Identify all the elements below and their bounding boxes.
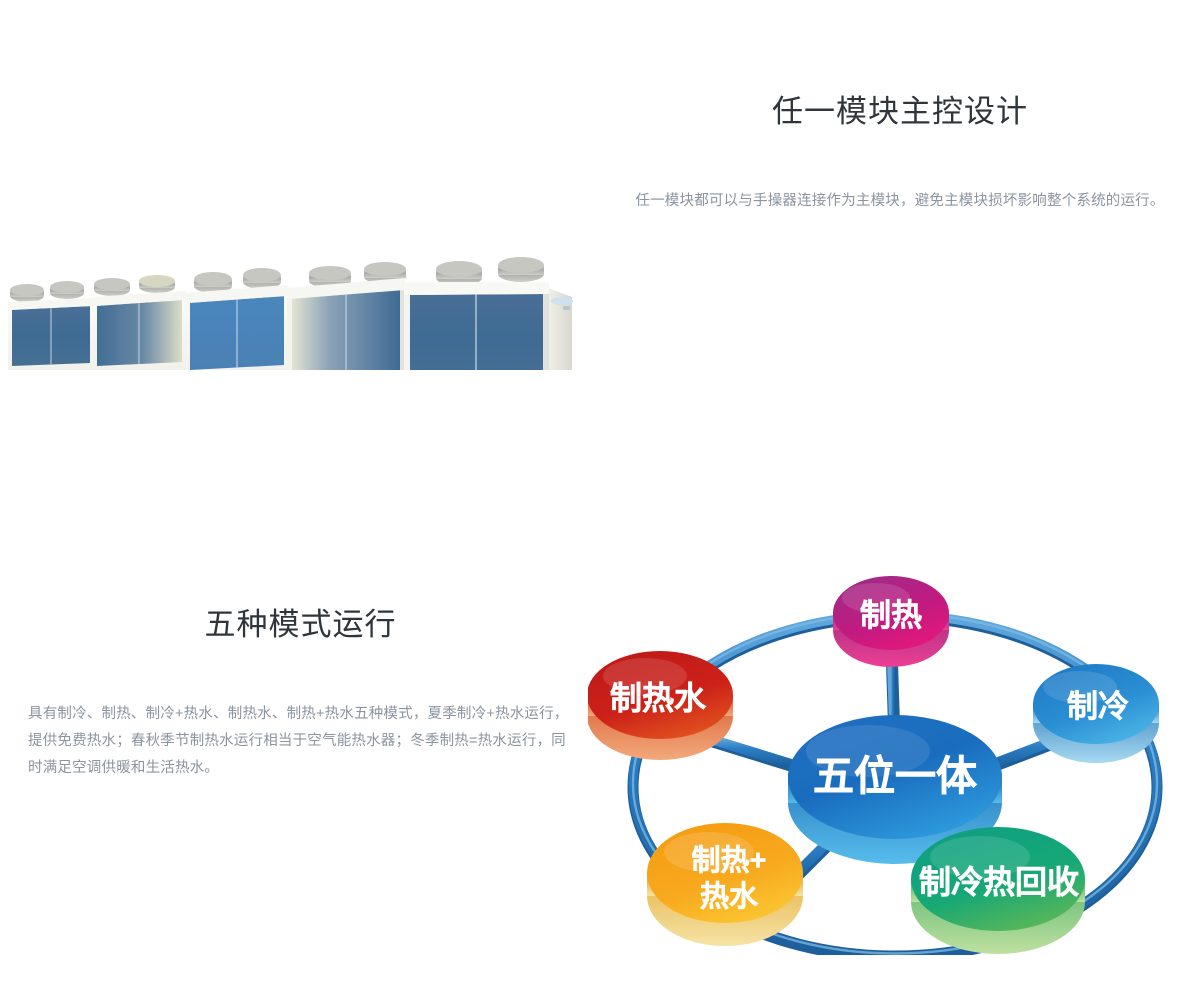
section-five-modes-title: 五种模式运行 bbox=[204, 607, 397, 642]
hub-and-spoke-diagram: 五位一体 制热 制冷 bbox=[588, 576, 1163, 955]
chiller-module-group bbox=[8, 257, 573, 370]
diagram-node-center[interactable]: 五位一体 bbox=[788, 715, 1002, 864]
section-master-control-description: 任一模块都可以与手操器连接作为主模块，避免主模块损坏影响整个系统的运行。 bbox=[635, 193, 1165, 209]
diagram-node-heating-hot-water[interactable]: 制热+ 热水 bbox=[647, 823, 803, 946]
diagram-node-cooling-label: 制冷 bbox=[1067, 689, 1129, 724]
diagram-node-hot-water-label: 制热水 bbox=[610, 680, 707, 716]
chiller-module-3 bbox=[185, 268, 288, 370]
page-title: 任一模块主控设计 bbox=[772, 94, 1028, 129]
section-master-control: 任一模块主控设计 任一模块都可以与手操器连接作为主模块，避免主模块损坏影响整个系… bbox=[0, 0, 1200, 470]
diagram-node-heating-hot-water-label-line1: 制热+ bbox=[692, 844, 767, 877]
diagram-node-center-label: 五位一体 bbox=[813, 753, 977, 799]
diagram-node-cool-heat-recovery[interactable]: 制冷热回收 bbox=[911, 827, 1085, 954]
product-photo bbox=[0, 130, 600, 370]
chiller-module-5 bbox=[404, 257, 573, 370]
chiller-module-1 bbox=[8, 281, 94, 370]
five-modes-diagram: 五位一体 制热 制冷 bbox=[588, 555, 1200, 955]
diagram-node-cool-heat-recovery-label: 制冷热回收 bbox=[919, 864, 1079, 900]
diagram-node-hot-water[interactable]: 制热水 bbox=[588, 651, 733, 760]
section-five-modes-description: 具有制冷、制热、制冷+热水、制热水、制热+热水五种模式，夏季制冷+热水运行，提供… bbox=[28, 706, 569, 776]
section-five-modes-text: 五种模式运行 具有制冷、制热、制冷+热水、制热水、制热+热水五种模式，夏季制冷+… bbox=[28, 605, 573, 782]
section-master-control-text: 任一模块主控设计 任一模块都可以与手操器连接作为主模块，避免主模块损坏影响整个系… bbox=[620, 92, 1180, 214]
diagram-node-heating[interactable]: 制热 bbox=[833, 576, 949, 667]
chiller-units-illustration bbox=[8, 257, 573, 370]
chiller-module-2 bbox=[93, 275, 186, 370]
diagram-node-heating-hot-water-label-line2: 热水 bbox=[700, 880, 759, 913]
section-five-modes: 五种模式运行 具有制冷、制热、制冷+热水、制热水、制热+热水五种模式，夏季制冷+… bbox=[0, 470, 1200, 984]
diagram-node-heating-label: 制热 bbox=[860, 598, 922, 633]
diagram-node-cooling[interactable]: 制冷 bbox=[1033, 664, 1159, 763]
chiller-module-4 bbox=[287, 262, 406, 370]
